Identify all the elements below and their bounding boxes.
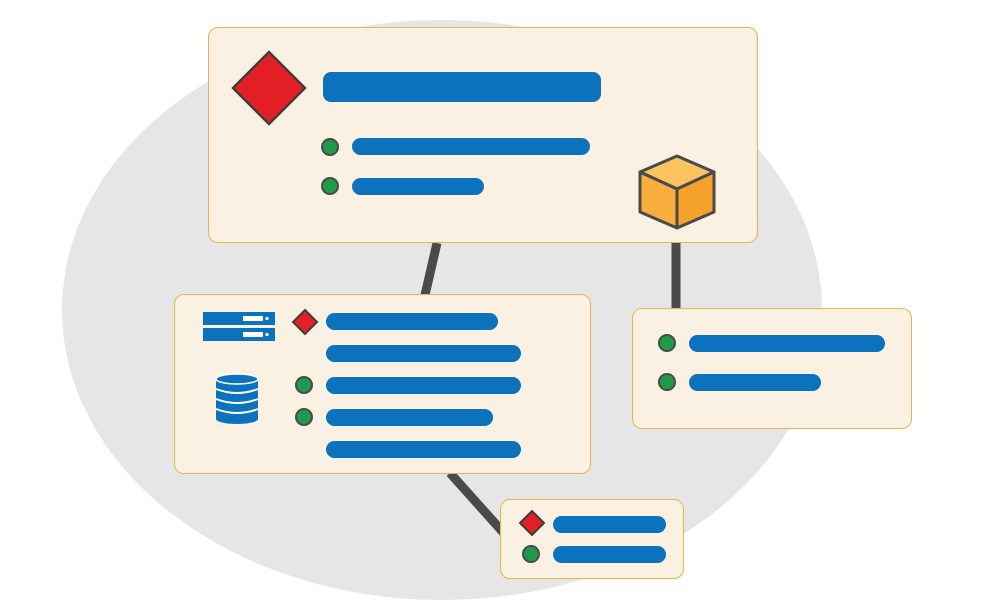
card-top[interactable] <box>208 27 758 243</box>
red-diamond-icon <box>231 50 307 126</box>
orange-cube-icon <box>638 154 716 230</box>
server-rack-icon <box>203 312 275 341</box>
card-bottom-row-bar <box>553 546 666 563</box>
card-right[interactable] <box>632 308 912 429</box>
card-right-row-bar <box>689 335 885 352</box>
status-dot-icon <box>321 177 339 195</box>
status-dot-icon <box>295 408 313 426</box>
red-diamond-icon <box>291 308 319 336</box>
card-left-row-bar <box>326 409 493 426</box>
card-left-row-bar <box>326 377 521 394</box>
status-dot-icon <box>321 138 339 156</box>
red-diamond-icon <box>518 509 546 537</box>
status-dot-icon <box>522 545 540 563</box>
card-left-row-bar <box>326 345 521 362</box>
card-bottom[interactable] <box>500 499 684 579</box>
card-left[interactable] <box>174 294 591 474</box>
card-left-row-bar <box>326 313 498 330</box>
card-right-row-bar <box>689 374 821 391</box>
status-dot-icon <box>295 376 313 394</box>
card-left-row-bar <box>326 441 521 458</box>
status-dot-icon <box>658 373 676 391</box>
database-icon <box>215 373 259 424</box>
card-bottom-row-bar <box>553 516 666 533</box>
card-top-row-bar <box>352 138 590 155</box>
status-dot-icon <box>658 334 676 352</box>
connector-top-left <box>420 241 442 297</box>
card-top-title-bar <box>323 72 601 102</box>
card-top-row-bar <box>352 178 484 195</box>
